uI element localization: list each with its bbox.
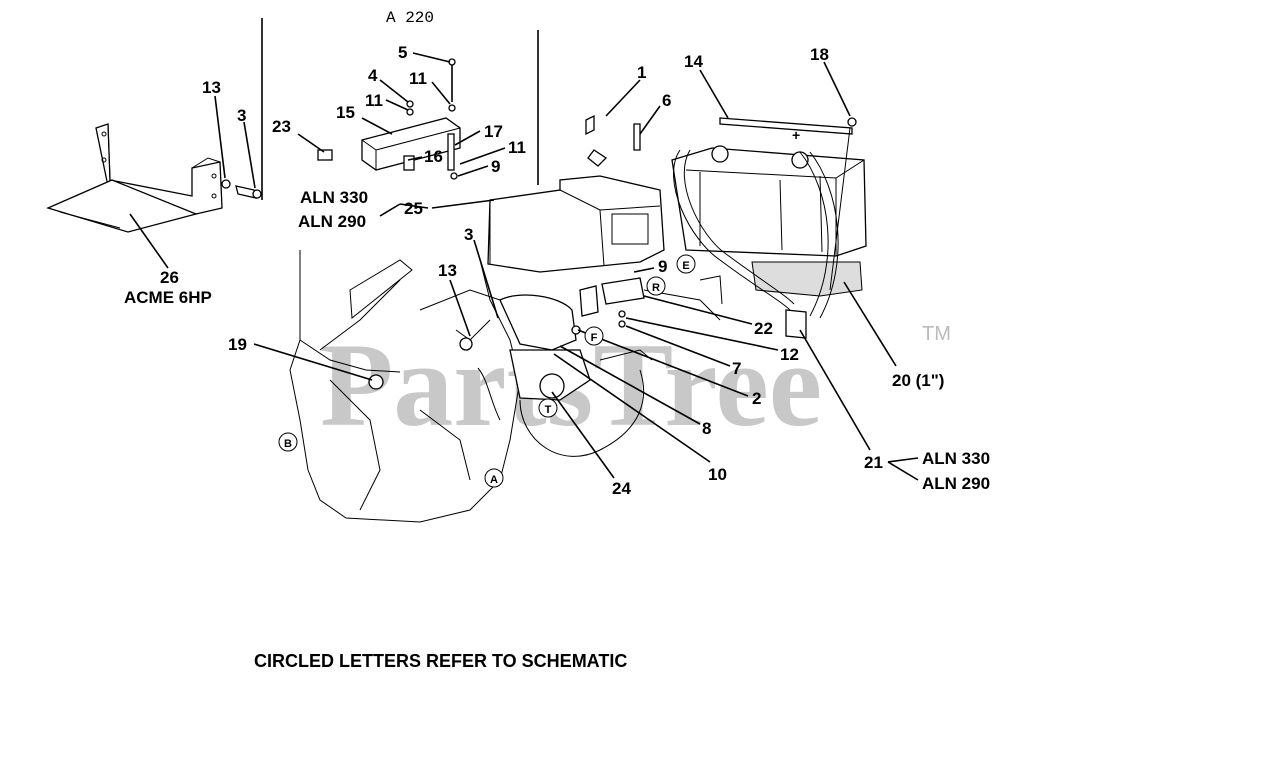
svg-text:A: A [490,474,498,486]
callout-19: 19 [228,335,247,354]
callout-18: 18 [810,45,829,64]
callout-21: 21 [864,453,883,472]
callout-17: 17 [484,122,503,141]
battery-drawing [571,114,867,339]
footer-note: CIRCLED LETTERS REFER TO SCHEMATIC [254,651,627,671]
callout-22: 22 [754,319,773,338]
engine-model-label: ACME 6HP [124,288,212,307]
callout-11-top: 11 [409,69,427,88]
callout-9-mid: 9 [658,257,667,276]
schematic-letter-b: B [278,432,298,452]
engine-bracket-drawing [46,123,262,233]
model-label-top-aln330: ALN 330 [300,188,368,207]
model-label-right-aln330: ALN 330 [922,449,990,468]
callout-15: 15 [336,103,355,122]
schematic-letter-r: R [646,276,666,296]
svg-text:T: T [545,404,552,416]
callout-1: 1 [637,63,646,82]
callout-5: 5 [398,43,407,62]
model-label-top-aln290: ALN 290 [298,212,366,231]
section-code: A 220 [386,9,434,27]
callout-14: 14 [684,52,703,71]
schematic-letter-e: E [676,254,696,274]
svg-text:F: F [591,332,598,344]
model-label-right-aln290: ALN 290 [922,474,990,493]
callout-3-mid: 3 [464,225,473,244]
callout-16: 16 [424,147,443,166]
callout-numbers: 5 4 11 11 15 23 16 17 11 9 13 3 26 1 6 1… [160,43,944,498]
svg-text:R: R [652,282,660,294]
svg-text:E: E [682,260,689,272]
schematic-letter-t: T [538,398,558,418]
callout-8: 8 [702,419,711,438]
schematic-letter-a: A [484,468,504,488]
callout-9-top: 9 [491,157,500,176]
leader-lines [129,52,919,481]
callout-4: 4 [368,66,378,85]
callout-10: 10 [708,465,727,484]
callout-11-right: 11 [508,138,526,157]
callout-26: 26 [160,268,179,287]
callout-25: 25 [404,199,423,218]
callout-23: 23 [272,117,291,136]
engine-drawing [289,175,665,523]
callout-12: 12 [780,345,799,364]
callout-6: 6 [662,91,671,110]
callout-7: 7 [732,359,741,378]
callout-20: 20 (1") [892,371,944,390]
callout-24: 24 [612,479,631,498]
battery-positive-symbol: + [792,127,800,143]
trademark-mark: TM [922,323,951,345]
model-labels: ALN 330 ALN 290 ACME 6HP ALN 330 ALN 290 [124,188,990,493]
callout-13-mid: 13 [438,261,457,280]
callout-3-left: 3 [237,106,246,125]
callout-13-left: 13 [202,78,221,97]
schematic-letter-f: F [584,326,604,346]
callout-11-mid: 11 [365,91,383,110]
svg-text:B: B [284,438,292,450]
battery-mount-drawing [317,58,461,180]
callout-2: 2 [752,389,761,408]
